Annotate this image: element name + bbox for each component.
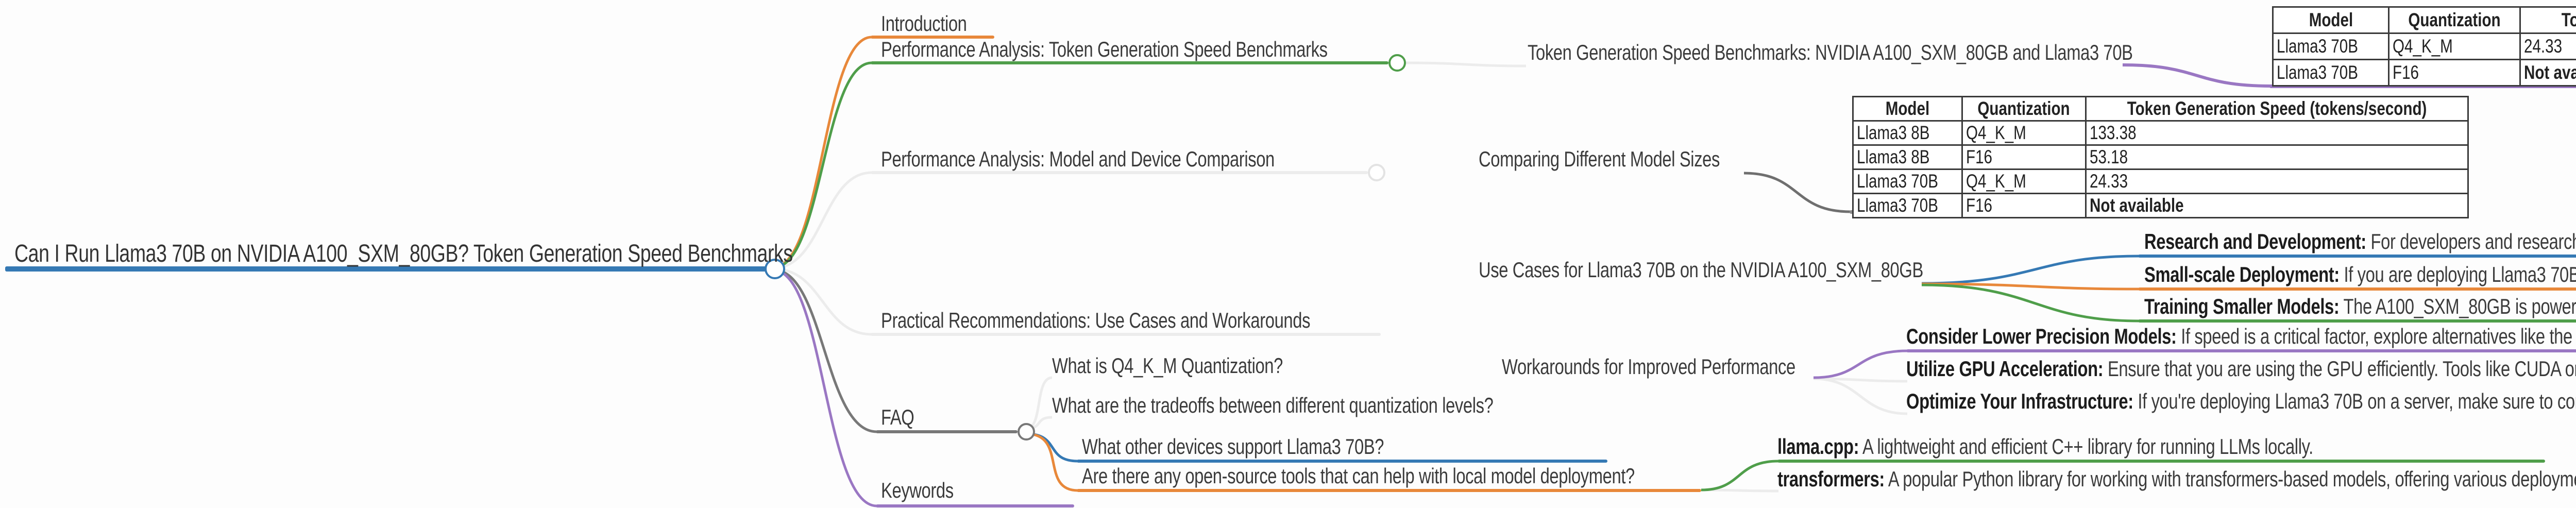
- node-infrastructure[interactable]: Optimize Your Infrastructure: If you're …: [1906, 390, 2576, 413]
- node-faq-devices[interactable]: What other devices support Llama3 70B?: [1082, 434, 1384, 459]
- infrastructure-label: Optimize Your Infrastructure:: [1906, 389, 2133, 413]
- col-header-quantization: Quantization: [1961, 96, 2087, 122]
- link-comparing-table2: [1743, 172, 1851, 213]
- lowerprecision-underline: [1906, 349, 2576, 352]
- table-row: Llama3 70B F16 Not available: [2272, 59, 2576, 87]
- training-underline: [2138, 319, 2576, 323]
- faq-expand-circle[interactable]: [1018, 423, 1035, 441]
- table-row: Model Quantization Token Generation Spee…: [1852, 96, 2469, 122]
- table-row: Llama3 70B Q4_K_M 24.33: [1852, 168, 2469, 194]
- table-row: Llama3 70B Q4_K_M 24.33: [2272, 32, 2576, 60]
- col-header-speed: Token Generation Speed (tokens/second): [2084, 96, 2469, 122]
- research-dev-label: Research and Development:: [2144, 229, 2366, 253]
- col-header-model: Model: [1852, 96, 1963, 122]
- practical-underline: [871, 333, 1381, 336]
- link-perftoken-benchmarks: [1405, 61, 1527, 67]
- smallscale-underline: [2138, 287, 2576, 291]
- node-llamacpp[interactable]: llama.cpp: A lightweight and efficient C…: [1777, 435, 2313, 458]
- node-research-dev[interactable]: Research and Development: For developers…: [2144, 230, 2576, 253]
- link-root-keywords: [773, 269, 877, 507]
- model-device-expand-circle[interactable]: [1368, 164, 1385, 181]
- research-dev-text: For developers and researchers who need …: [2370, 229, 2576, 253]
- node-use-cases[interactable]: Use Cases for Llama3 70B on the NVIDIA A…: [1479, 258, 1923, 282]
- training-label: Training Smaller Models:: [2144, 294, 2340, 318]
- llamacpp-label: llama.cpp:: [1777, 434, 1859, 459]
- node-training[interactable]: Training Smaller Models: The A100_SXM_80…: [2144, 295, 2576, 318]
- llamacpp-text: A lightweight and efficient C++ library …: [1859, 434, 2313, 459]
- node-token-benchmarks[interactable]: Token Generation Speed Benchmarks: NVIDI…: [1528, 40, 2133, 64]
- model-device-underline: [871, 171, 1368, 174]
- link-workarounds-infra: [1813, 377, 1908, 415]
- link-root-perf-token: [773, 61, 872, 269]
- table-model-comparison: Model Quantization Token Generation Spee…: [1852, 96, 2469, 218]
- col-header-speed: Token Generation Speed (tokens/second): [2519, 6, 2576, 34]
- col-header-quantization: Quantization: [2388, 6, 2521, 34]
- link-usecases-smallscale: [1921, 282, 2140, 291]
- link-root-faq: [773, 268, 877, 433]
- transformers-label: transformers:: [1777, 467, 1885, 491]
- node-smallscale[interactable]: Small-scale Deployment: If you are deplo…: [2144, 263, 2576, 286]
- transformers-text: A popular Python library for working wit…: [1888, 467, 2576, 491]
- node-perf-model-device[interactable]: Performance Analysis: Model and Device C…: [881, 147, 1275, 171]
- smallscale-label: Small-scale Deployment:: [2144, 262, 2340, 286]
- faq-underline: [876, 430, 1018, 433]
- node-lower-precision[interactable]: Consider Lower Precision Models: If spee…: [1906, 325, 2576, 348]
- lower-precision-label: Consider Lower Precision Models:: [1906, 324, 2177, 348]
- node-gpu-acceleration[interactable]: Utilize GPU Acceleration: Ensure that yo…: [1906, 357, 2576, 381]
- table-row: Model Quantization Token Generation Spee…: [2272, 6, 2576, 34]
- node-transformers[interactable]: transformers: A popular Python library f…: [1777, 467, 2576, 491]
- node-faq-tradeoffs[interactable]: What are the tradeoffs between different…: [1052, 393, 1494, 417]
- gpu-acceleration-label: Utilize GPU Acceleration:: [1906, 357, 2104, 381]
- root-node[interactable]: Can I Run Llama3 70B on NVIDIA A100_SXM_…: [14, 240, 793, 267]
- research-underline: [2138, 255, 2576, 258]
- node-workarounds[interactable]: Workarounds for Improved Performance: [1502, 354, 1795, 379]
- devices-underline: [1077, 460, 1607, 463]
- infrastructure-text: If you're deploying Llama3 70B on a serv…: [2138, 389, 2576, 413]
- node-faq-what-is[interactable]: What is Q4_K_M Quantization?: [1052, 353, 1283, 378]
- node-comparing-sizes[interactable]: Comparing Different Model Sizes: [1479, 147, 1720, 171]
- node-faq[interactable]: FAQ: [881, 405, 914, 429]
- training-text: The A100_SXM_80GB is powerful enough to …: [2343, 294, 2576, 318]
- table-row: Llama3 8B F16 53.18: [1852, 144, 2469, 170]
- perf-token-expand-circle[interactable]: [1388, 54, 1406, 72]
- link-faq-opensource: [1026, 432, 1078, 492]
- opensource-underline: [1077, 489, 1701, 492]
- table-row: Llama3 70B F16 Not available: [1852, 193, 2469, 218]
- node-introduction[interactable]: Introduction: [881, 11, 967, 36]
- keywords-underline: [876, 504, 1074, 507]
- table-row: Llama3 8B Q4_K_M 133.38: [1852, 120, 2469, 146]
- link-usecases-research: [1921, 255, 2140, 285]
- link-root-model-device: [773, 171, 872, 269]
- link-usecases-training: [1921, 283, 2140, 323]
- root-underline: [5, 266, 767, 272]
- link-root-practical: [773, 267, 872, 336]
- llamacpp-underline: [1777, 460, 2545, 463]
- node-perf-token[interactable]: Performance Analysis: Token Generation S…: [881, 37, 1328, 61]
- node-faq-opensource[interactable]: Are there any open-source tools that can…: [1082, 464, 1635, 488]
- introduction-underline: [871, 36, 994, 39]
- link-opensource-llamacpp: [1701, 460, 1779, 492]
- node-practical[interactable]: Practical Recommendations: Use Cases and…: [881, 308, 1311, 332]
- gpu-acceleration-text: Ensure that you are using the GPU effici…: [2107, 357, 2576, 381]
- link-benchmarks-table1: [2122, 63, 2272, 88]
- lower-precision-text: If speed is a critical factor, explore a…: [2181, 324, 2576, 348]
- link-workarounds-lowerprecision: [1813, 349, 1908, 379]
- perf-token-underline: [871, 61, 1388, 64]
- col-header-model: Model: [2272, 6, 2389, 34]
- smallscale-text: If you are deploying Llama3 70B for a sm…: [2344, 262, 2576, 286]
- table-token-speed-70b: Model Quantization Token Generation Spee…: [2272, 6, 2576, 87]
- node-keywords[interactable]: Keywords: [881, 478, 954, 502]
